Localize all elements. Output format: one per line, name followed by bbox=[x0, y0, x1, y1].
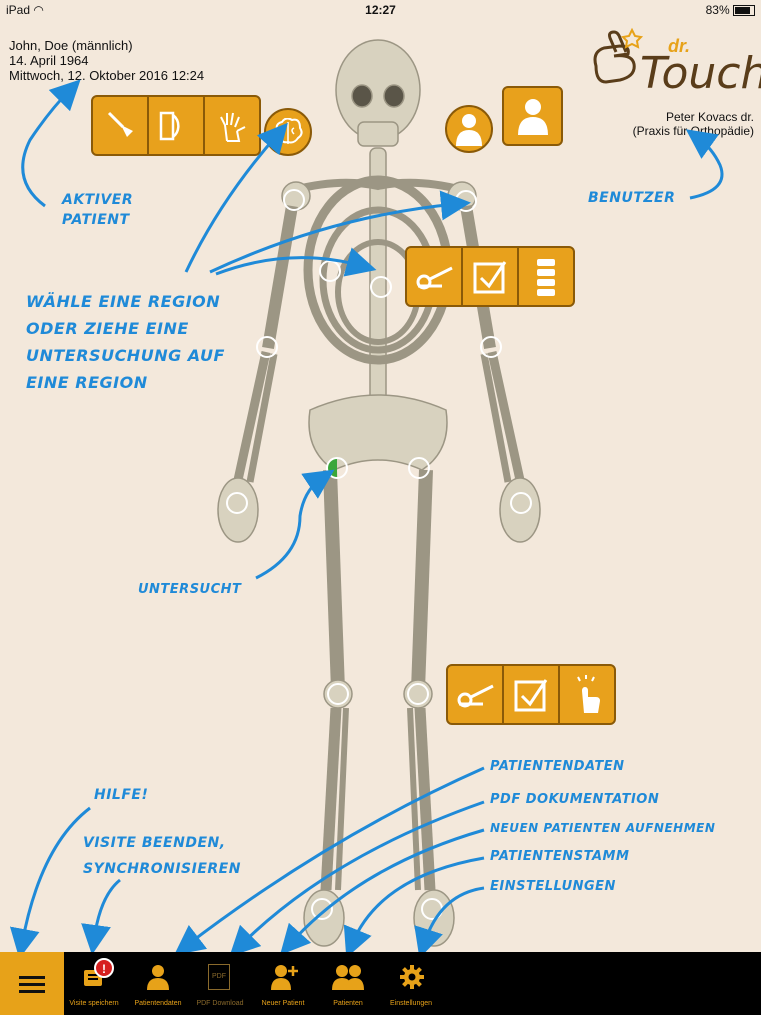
bottom-toolbar: ! Visite speichern Patientendaten PDF PD… bbox=[0, 952, 761, 1015]
dr-touch-logo: dr. Touch bbox=[588, 26, 761, 106]
device-label: iPad ◠ bbox=[6, 3, 44, 17]
users-group-icon bbox=[332, 964, 364, 995]
settings-label: Einstellungen bbox=[389, 1000, 433, 1007]
callout-active-patient-line1: Aktiver bbox=[62, 192, 134, 208]
checklist-icon[interactable] bbox=[504, 666, 560, 723]
callout-end-visit: Visite beenden, synchronisieren bbox=[83, 830, 241, 882]
region-hand-left[interactable] bbox=[510, 492, 532, 514]
save-visit-label: Visite speichern bbox=[69, 1000, 119, 1007]
palpation-finger-icon[interactable] bbox=[560, 666, 614, 723]
region-elbow-right[interactable] bbox=[256, 336, 278, 358]
callout-examined: untersucht bbox=[138, 582, 242, 597]
patients-label: Patienten bbox=[333, 1000, 363, 1007]
new-patient-label: Neuer Patient bbox=[261, 1000, 305, 1007]
exam-panel-spine bbox=[405, 246, 575, 307]
callout-pdf-doc: PDF Dokumentation bbox=[490, 792, 660, 807]
user-profile-icon[interactable] bbox=[504, 88, 561, 144]
status-bar: iPad ◠ 12:27 83% bbox=[0, 0, 761, 20]
patient-birthdate: 14. April 1964 bbox=[9, 53, 89, 68]
user-name: Peter Kovacs dr. bbox=[665, 110, 754, 124]
region-knee-left[interactable] bbox=[407, 683, 429, 705]
patient-name: John, Doe (männlich) bbox=[9, 38, 133, 53]
callout-region-line1: Wähle eine Region bbox=[26, 292, 221, 311]
region-foot-right[interactable] bbox=[311, 898, 333, 920]
goniometer-icon[interactable] bbox=[448, 666, 504, 723]
exam-panel-neuro bbox=[91, 95, 261, 156]
pdf-download-button[interactable]: PDF PDF Download bbox=[190, 952, 250, 1015]
checklist-icon[interactable] bbox=[463, 248, 519, 305]
region-elbow-left[interactable] bbox=[480, 336, 502, 358]
reflex-hammer-icon[interactable] bbox=[93, 97, 149, 154]
goniometer-icon[interactable] bbox=[407, 248, 463, 305]
vertebrae-icon[interactable] bbox=[519, 248, 573, 305]
callout-region-line2: oder Ziehe eine bbox=[26, 319, 189, 338]
pdf-icon: PDF bbox=[208, 964, 230, 990]
logo-dr: dr. bbox=[668, 36, 691, 56]
pdf-icon-text: PDF bbox=[208, 964, 230, 990]
region-spine[interactable] bbox=[370, 276, 392, 298]
region-hand-right[interactable] bbox=[226, 492, 248, 514]
callout-patient-data: Patientendaten bbox=[490, 759, 625, 774]
new-patient-button[interactable]: Neuer Patient bbox=[253, 952, 313, 1015]
region-hip-left[interactable] bbox=[408, 457, 430, 479]
patient-data-label: Patientendaten bbox=[134, 1000, 182, 1007]
callout-active-patient: Aktiver Patient bbox=[62, 190, 133, 230]
gear-icon bbox=[399, 964, 425, 995]
region-knee-right[interactable] bbox=[327, 683, 349, 705]
callout-choose-region: Wähle eine Region oder Ziehe eine Unters… bbox=[26, 288, 225, 396]
exam-panel-knee bbox=[446, 664, 616, 725]
add-user-icon bbox=[271, 964, 299, 995]
menu-button[interactable] bbox=[0, 952, 64, 1015]
visit-datetime: Mittwoch, 12. Oktober 2016 12:24 bbox=[9, 68, 205, 83]
hamburger-menu-icon bbox=[19, 975, 45, 993]
battery-icon bbox=[733, 5, 755, 17]
callout-active-patient-line2: Patient bbox=[62, 212, 130, 228]
user-profile-panel[interactable] bbox=[502, 86, 563, 146]
callout-help: Hilfe! bbox=[94, 787, 149, 803]
patient-data-button[interactable]: Patientendaten bbox=[128, 952, 188, 1015]
range-of-motion-icon[interactable] bbox=[149, 97, 205, 154]
region-shoulder-right[interactable] bbox=[283, 189, 305, 211]
logo-hand-icon bbox=[593, 27, 644, 84]
callout-end-visit-line2: synchronisieren bbox=[83, 861, 241, 877]
callout-new-patient: neuen Patienten aufnehmen bbox=[490, 821, 716, 835]
patients-button[interactable]: Patienten bbox=[318, 952, 378, 1015]
unsaved-badge: ! bbox=[94, 958, 114, 978]
wifi-icon: ◠ bbox=[33, 3, 44, 17]
callout-settings: Einstellungen bbox=[490, 879, 616, 894]
active-patient-info[interactable]: John, Doe (männlich) 14. April 1964 Mitt… bbox=[9, 38, 204, 83]
hand-dermatome-icon[interactable] bbox=[205, 97, 259, 154]
status-time: 12:27 bbox=[365, 3, 396, 17]
user-avatar-icon[interactable] bbox=[445, 105, 493, 153]
pdf-download-label: PDF Download bbox=[196, 1000, 244, 1007]
callout-user: Benutzer bbox=[588, 190, 676, 206]
patient-icon bbox=[146, 964, 170, 995]
battery-indicator: 83% bbox=[706, 3, 755, 17]
callout-patient-list: Patientenstamm bbox=[490, 849, 630, 864]
callout-region-line4: eine Region bbox=[26, 373, 148, 392]
callout-end-visit-line1: Visite beenden, bbox=[83, 835, 226, 851]
callout-region-line3: Untersuchung auf bbox=[26, 346, 225, 365]
settings-button[interactable]: Einstellungen bbox=[381, 952, 441, 1015]
save-visit-button[interactable]: ! Visite speichern bbox=[64, 952, 124, 1015]
logo-touch: Touch bbox=[640, 48, 761, 99]
